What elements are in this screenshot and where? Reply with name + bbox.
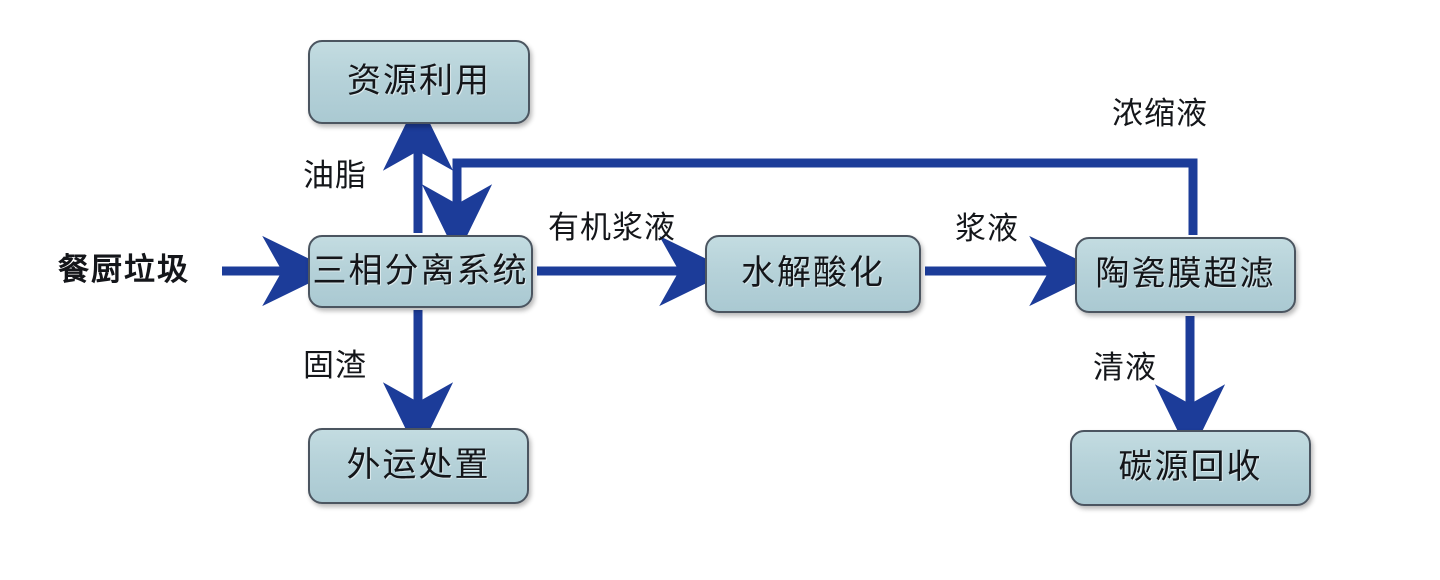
edge-label-solid-residue: 固渣 xyxy=(303,348,367,383)
node-label-ceramic-membrane-ultrafiltration: 陶瓷膜超滤 xyxy=(1095,256,1276,293)
node-carbon-source-recovery[interactable]: 碳源回收 xyxy=(1070,430,1311,506)
node-ceramic-membrane-ultrafiltration[interactable]: 陶瓷膜超滤 xyxy=(1075,237,1296,313)
edge-label-grease: 油脂 xyxy=(303,158,367,193)
edge-label-concentrate: 浓缩液 xyxy=(1112,96,1208,131)
node-label-external-disposal: 外运处置 xyxy=(346,447,491,484)
node-label-carbon-source-recovery: 碳源回收 xyxy=(1118,449,1263,486)
edge-label-organic-slurry: 有机浆液 xyxy=(548,210,676,245)
edge-label-feed: 餐厨垃圾 xyxy=(58,252,190,287)
node-external-disposal[interactable]: 外运处置 xyxy=(308,428,529,504)
node-label-resource-use: 资源利用 xyxy=(347,63,491,100)
edge-label-clear-liquid: 清液 xyxy=(1093,350,1157,385)
node-label-three-phase-separator: 三相分离系统 xyxy=(312,252,529,290)
edge-label-slurry: 浆液 xyxy=(955,211,1019,246)
node-label-hydrolysis-acidification: 水解酸化 xyxy=(741,255,885,292)
node-three-phase-separator[interactable]: 三相分离系统 xyxy=(308,235,533,308)
node-resource-use[interactable]: 资源利用 xyxy=(308,40,530,124)
node-hydrolysis-acidification[interactable]: 水解酸化 xyxy=(705,235,921,313)
